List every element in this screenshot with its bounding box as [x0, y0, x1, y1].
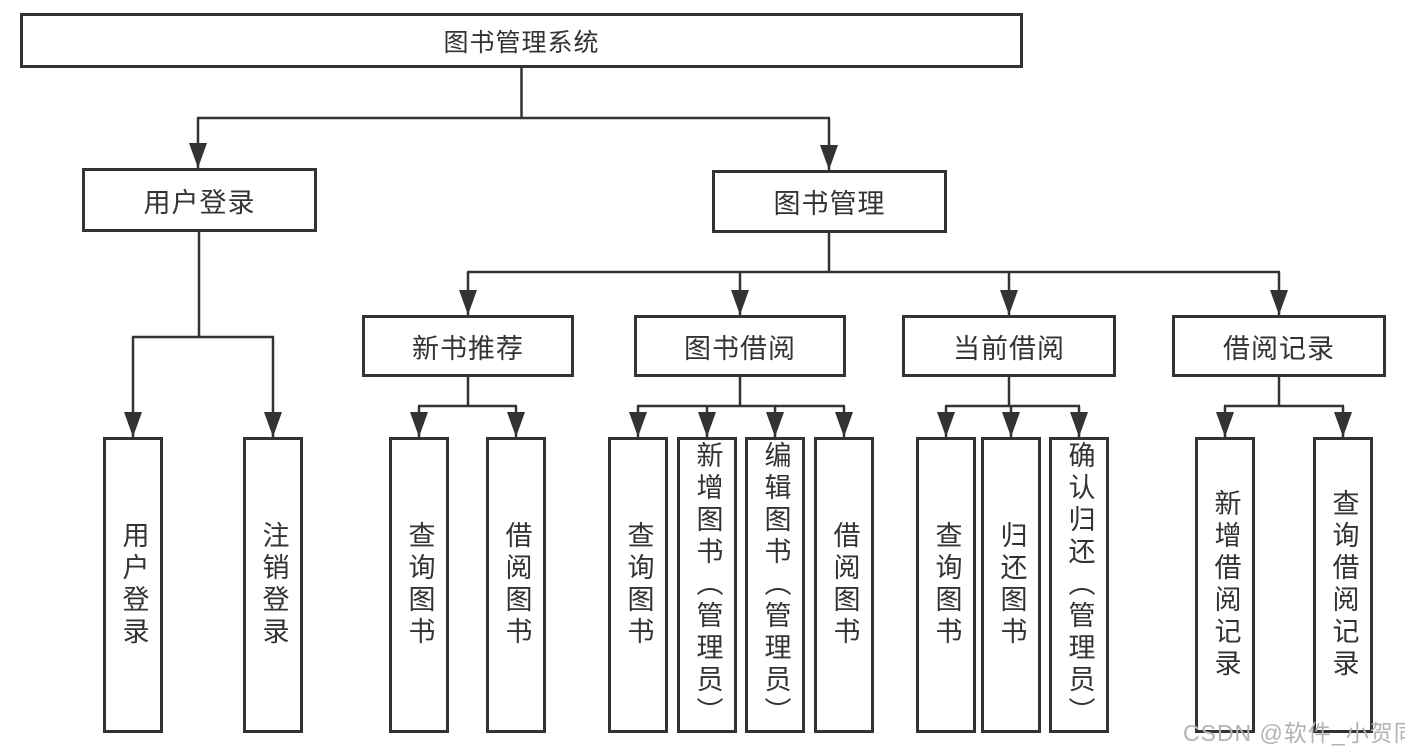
leaf-label: 用户登录 [118, 521, 149, 649]
leaf-confirm-return-admin: 确认归还（管理员） [1049, 437, 1109, 733]
leaf-label: 确认归还（管理员） [1064, 441, 1095, 729]
leaf-user-login: 用户登录 [103, 437, 163, 733]
leaf-logout: 注销登录 [243, 437, 303, 733]
leaf-label: 借阅图书 [829, 521, 860, 649]
node-borrowing-records: 借阅记录 [1172, 315, 1386, 377]
node-library-management-system: 图书管理系统 [20, 13, 1023, 68]
node-current-borrowing: 当前借阅 [902, 315, 1116, 377]
leaf-query-borrow-record: 查询借阅记录 [1313, 437, 1373, 733]
leaf-add-borrow-record: 新增借阅记录 [1195, 437, 1255, 733]
csdn-watermark: CSDN @软件_小贺同学 [1183, 720, 1405, 746]
node-book-management-branch: 图书管理 [712, 170, 947, 233]
leaf-edit-book-admin: 编辑图书（管理员） [745, 437, 805, 733]
node-book-borrowing: 图书借阅 [634, 315, 846, 377]
leaf-add-book-admin: 新增图书（管理员） [677, 437, 737, 733]
leaf-label: 注销登录 [258, 521, 289, 649]
leaf-label: 归还图书 [996, 521, 1027, 649]
leaf-return-book: 归还图书 [981, 437, 1041, 733]
leaf-label: 借阅图书 [501, 521, 532, 649]
leaf-label: 新增图书（管理员） [692, 441, 723, 729]
leaf-query-books-borrowing: 查询图书 [608, 437, 668, 733]
leaf-borrow-books-borrowing: 借阅图书 [814, 437, 874, 733]
leaf-label: 查询借阅记录 [1328, 489, 1359, 681]
leaf-query-books-current: 查询图书 [916, 437, 976, 733]
leaf-label: 新增借阅记录 [1210, 489, 1241, 681]
leaf-label: 查询图书 [623, 521, 654, 649]
leaf-label: 编辑图书（管理员） [760, 441, 791, 729]
leaf-query-books-recommendation: 查询图书 [389, 437, 449, 733]
node-new-book-recommendation: 新书推荐 [362, 315, 574, 377]
leaf-borrow-books-recommendation: 借阅图书 [486, 437, 546, 733]
leaf-label: 查询图书 [404, 521, 435, 649]
node-user-login-branch: 用户登录 [82, 168, 317, 232]
leaf-label: 查询图书 [931, 521, 962, 649]
